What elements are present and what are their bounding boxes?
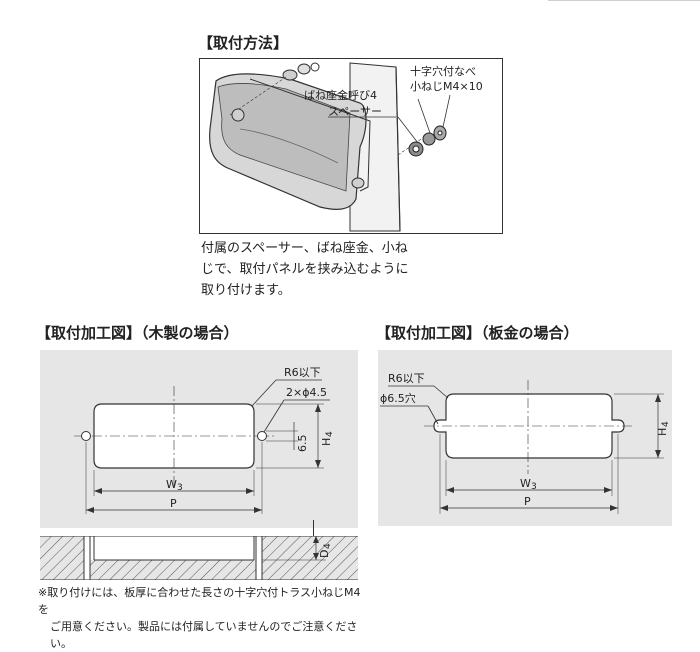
sheet-r-label: R6以下 <box>388 372 425 385</box>
sheet-dim-w: W <box>520 477 531 490</box>
wood-dim-w: W <box>166 478 177 491</box>
wood-dim-h-sub: 4 <box>325 431 335 437</box>
wood-r-label: R6以下 <box>284 366 321 379</box>
wood-drawing-svg: R6以下 2×ϕ4.5 6.5 H 4 W 3 P <box>74 366 335 514</box>
sheet-hole-label: ϕ6.5穴 <box>380 391 416 405</box>
wood-dim-h: H <box>320 438 333 446</box>
label-spacer: スペーサー <box>328 105 382 118</box>
sheet-dim-h: H <box>656 428 669 436</box>
note-line2: ご用意ください。製品には付属していませんのでご注意ください。 <box>50 620 358 650</box>
method-desc-line1: 付属のスペーサー、ばね座金、小ね <box>201 241 408 256</box>
wood-section-svg: D 4 <box>40 535 358 581</box>
wood-hole-label: 2×ϕ4.5 <box>286 386 327 399</box>
label-screw-line1: 十字穴付なべ <box>410 64 476 78</box>
wood-section-view: D 4 <box>40 535 358 581</box>
method-desc-line3: 取り付けます。 <box>201 283 291 298</box>
wood-dim-w-sub: 3 <box>177 483 183 493</box>
sheet-dim-p: P <box>524 495 531 508</box>
sheet-dim-w-sub: 3 <box>531 482 537 492</box>
method-desc-line2: じで、取付パネルを挟み込むように <box>201 262 409 277</box>
top-divider <box>548 0 700 5</box>
sheet-panel: R6以下 ϕ6.5穴 H 4 W 3 P <box>378 350 672 526</box>
wood-dim-d: D <box>318 550 331 558</box>
method-title: 【取付方法】 <box>198 34 289 52</box>
sheet-drawing-svg: R6以下 ϕ6.5穴 H 4 W 3 P <box>380 372 671 514</box>
wood-dim-d-sub: 4 <box>323 543 333 549</box>
sheet-title: 【取付加工図】（板金の場合） <box>376 324 579 342</box>
label-screw-line2: 小ねじM4×10 <box>410 80 483 93</box>
label-washer: ばね座金呼び4 <box>304 88 377 102</box>
method-description: 付属のスペーサー、ばね座金、小ね じで、取付パネルを挟み込むように 取り付けます… <box>201 238 481 301</box>
d4-extension-line <box>313 520 314 536</box>
screw-washer-spacer-icon <box>397 125 447 157</box>
wood-panel: R6以下 2×ϕ4.5 6.5 H 4 W 3 P <box>40 350 358 528</box>
note-line1: ※取り付けには、板厚に合わせた長さの十字穴付トラス小ねじM4を <box>38 586 361 616</box>
install-note: ※取り付けには、板厚に合わせた長さの十字穴付トラス小ねじM4を ご用意ください。… <box>38 584 368 652</box>
wood-dim-p: P <box>170 497 177 510</box>
wood-dim-65: 6.5 <box>296 435 309 453</box>
method-illustration: 十字穴付なべ 小ねじM4×10 ばね座金呼び4 スペーサー <box>199 58 503 234</box>
method-illustration-svg: 十字穴付なべ 小ねじM4×10 ばね座金呼び4 スペーサー <box>209 62 483 232</box>
wood-title: 【取付加工図】（木製の場合） <box>36 324 239 342</box>
sheet-dim-h-sub: 4 <box>661 421 671 427</box>
